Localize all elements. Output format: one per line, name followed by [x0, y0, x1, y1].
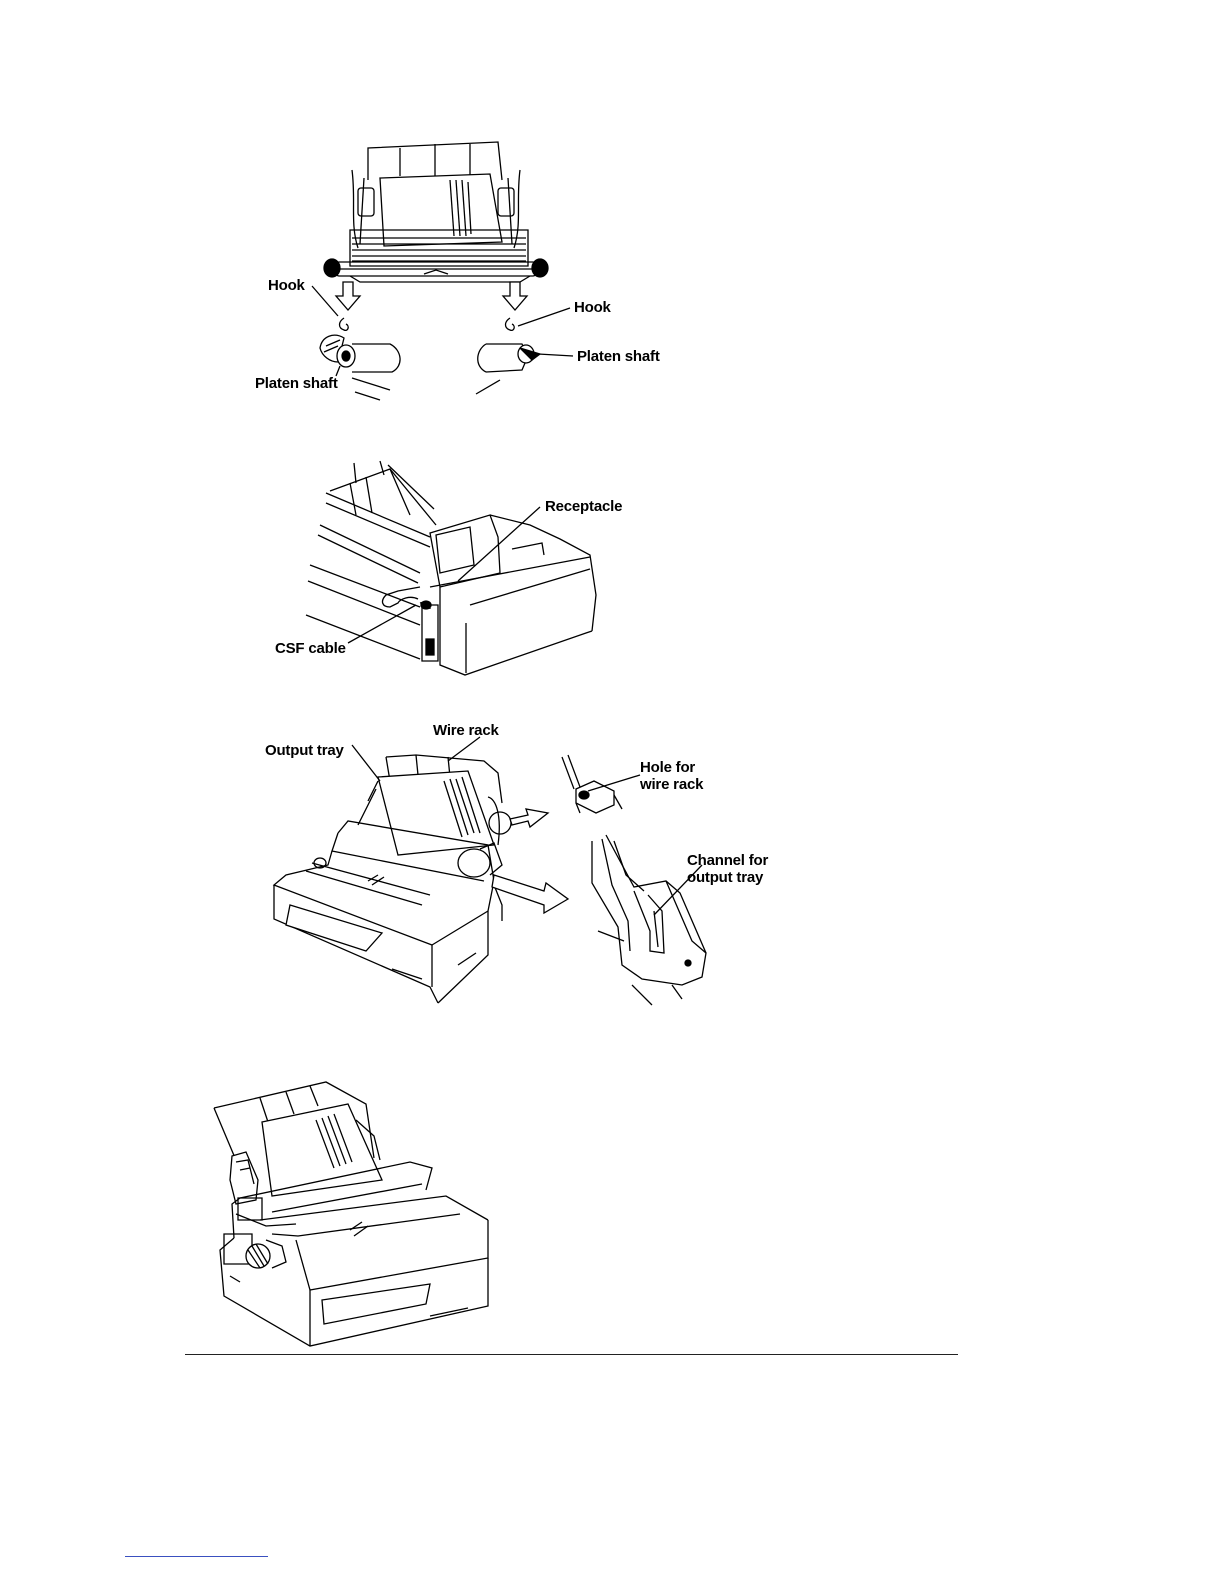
label-receptacle: Receptacle: [545, 498, 622, 515]
figure-csf-cable: Receptacle CSF cable: [270, 455, 640, 675]
label-hook-right: Hook: [574, 299, 611, 316]
page-divider: [185, 1354, 958, 1355]
assembled-printer-drawing: [210, 1080, 500, 1350]
label-hook-left: Hook: [268, 277, 305, 294]
label-wire-rack: Wire rack: [433, 722, 499, 739]
footer-link-underline[interactable]: [125, 1556, 268, 1557]
label-platen-shaft-right: Platen shaft: [577, 348, 660, 365]
figure-output-tray: Output tray Wire rack Hole for wire rack…: [262, 715, 782, 1005]
label-output-tray: Output tray: [265, 742, 344, 759]
label-csf-cable: CSF cable: [275, 640, 346, 657]
label-platen-shaft-left: Platen shaft: [255, 375, 338, 392]
label-hole-for-wire-rack-line2: wire rack: [640, 776, 703, 793]
label-hole-for-wire-rack-line1: Hole for: [640, 759, 695, 776]
figure-hooks-platen: Hook Hook Platen shaft Platen shaft: [240, 140, 680, 400]
label-channel-line1: Channel for: [687, 852, 768, 869]
label-channel-line2: output tray: [687, 869, 763, 886]
figure-assembled-printer: [210, 1080, 500, 1350]
